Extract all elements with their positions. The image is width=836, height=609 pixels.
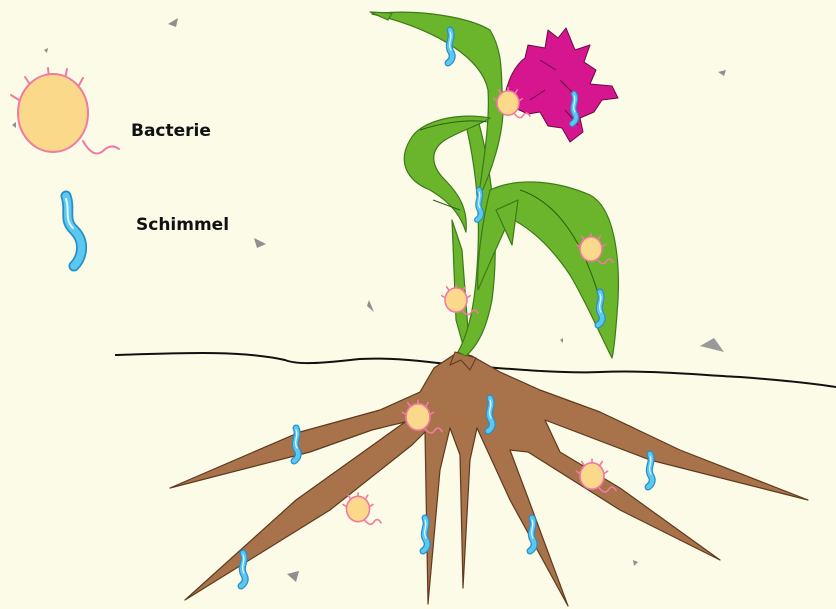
mold-icon (423, 518, 427, 551)
mold-icon (598, 292, 602, 325)
mold-icon (241, 553, 245, 586)
mold-icon (572, 94, 576, 124)
legend-bacteria-label: Bacterie (131, 121, 211, 141)
plant-flower (505, 28, 618, 142)
plant-roots (170, 352, 808, 606)
mold-icon (488, 398, 492, 431)
legend-bacteria-icon (11, 68, 119, 153)
legend-mold-icon (66, 196, 82, 266)
mold-icon (648, 454, 652, 487)
mold-icon (448, 30, 452, 63)
mold-icon (530, 518, 534, 551)
legend (11, 68, 119, 266)
bacteria-icon (442, 285, 478, 315)
bacteria-icon (343, 493, 381, 524)
mold-icon (477, 190, 481, 220)
bacteria-icon (576, 459, 616, 492)
mold-icon (294, 428, 298, 461)
legend-mold-label: Schimmel (136, 215, 229, 235)
